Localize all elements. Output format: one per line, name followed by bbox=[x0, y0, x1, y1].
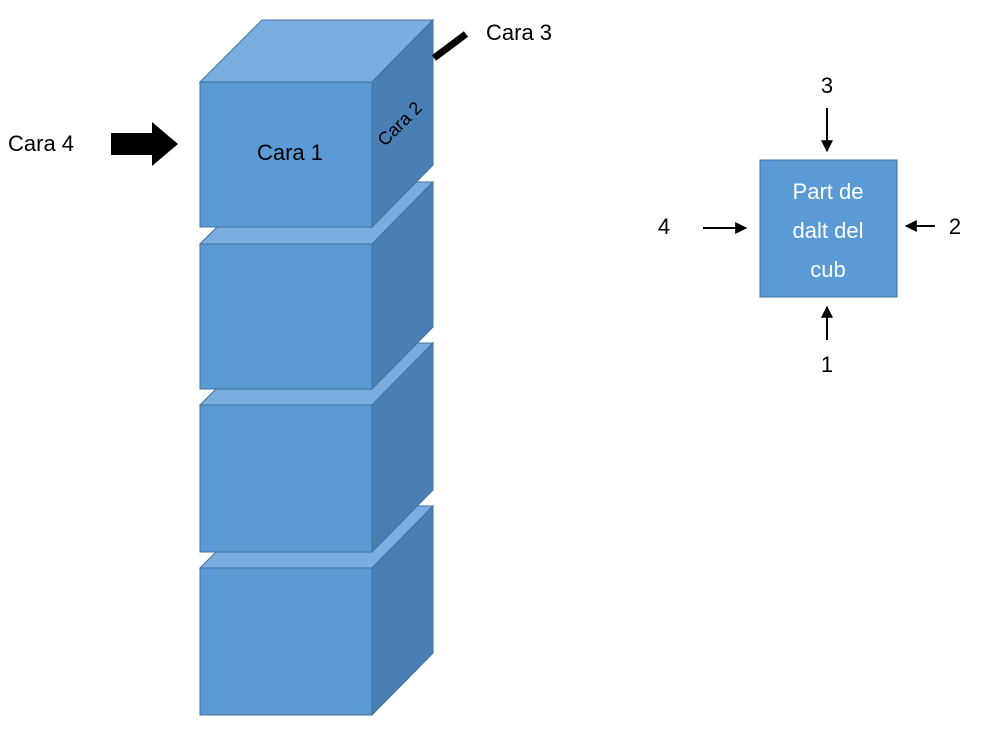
top-view-label-left: 4 bbox=[658, 214, 670, 239]
top-view-box-line-1: Part de bbox=[793, 179, 864, 204]
face-3-line bbox=[431, 31, 469, 61]
face-label-left: Cara 4 bbox=[8, 131, 74, 156]
face-label-front: Cara 1 bbox=[257, 140, 323, 165]
top-view-label-right: 2 bbox=[949, 214, 961, 239]
top-view-label-top: 3 bbox=[821, 73, 833, 98]
cube-block-front bbox=[199, 243, 373, 390]
face-3-pointer: Cara 3 bbox=[431, 20, 552, 61]
face-4-arrow-icon bbox=[111, 122, 178, 166]
cube-block-1 bbox=[198, 18, 435, 229]
face-label-back: Cara 3 bbox=[486, 20, 552, 45]
face-4-pointer: Cara 4 bbox=[8, 122, 178, 166]
cube-block-front bbox=[199, 404, 373, 553]
top-view: Part de dalt del cub 3 1 4 2 bbox=[658, 73, 961, 377]
cube-block-front bbox=[199, 567, 373, 716]
cube-block-front bbox=[199, 81, 373, 228]
top-view-label-bottom: 1 bbox=[821, 352, 833, 377]
top-view-box-line-3: cub bbox=[810, 257, 845, 282]
cube-stack: Cara 1 Cara 2 bbox=[198, 18, 435, 717]
top-view-box bbox=[759, 159, 898, 298]
top-view-box-line-2: dalt del bbox=[793, 218, 864, 243]
